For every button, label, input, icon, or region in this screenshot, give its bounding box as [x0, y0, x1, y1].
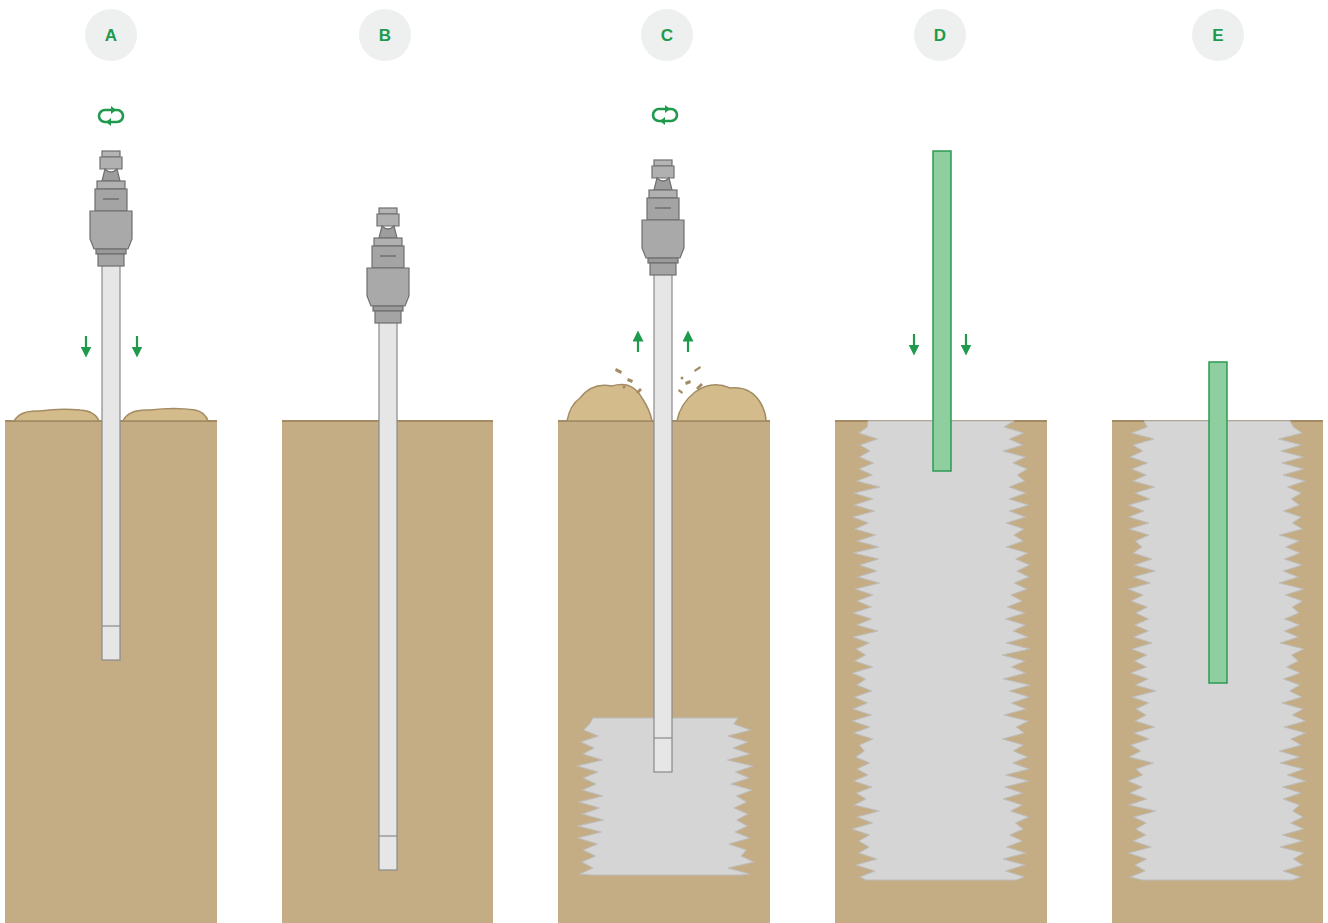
rig-part [379, 226, 397, 238]
rig-part [650, 263, 676, 275]
rig-part [97, 181, 125, 189]
rig-part [652, 166, 674, 178]
step-circle: A [85, 9, 137, 61]
rig-part [377, 214, 399, 226]
drill-rod [90, 151, 132, 660]
rig-part [648, 258, 678, 263]
step-circle: B [359, 9, 411, 61]
rod [102, 265, 120, 660]
step-circle: D [914, 9, 966, 61]
jet-grouting-rig [90, 151, 684, 870]
rig-part [647, 198, 679, 220]
rod [379, 322, 397, 870]
drill-rod [367, 208, 409, 870]
step-letter: C [661, 27, 673, 44]
rig-part [102, 169, 120, 181]
step-letter: D [934, 27, 946, 44]
rotation-icon [653, 105, 677, 125]
rig-part [375, 311, 401, 323]
rig-part [654, 178, 672, 190]
rig-part [95, 189, 127, 211]
rod [654, 274, 672, 772]
rig-part [102, 151, 120, 157]
rig-part [96, 249, 126, 254]
rod-tip [379, 835, 397, 836]
step-circle: E [1192, 9, 1244, 61]
rotation-head [106, 118, 111, 126]
rig-part [367, 268, 409, 306]
rig-part [655, 207, 671, 209]
rig-part [90, 211, 132, 249]
rod-tip [654, 737, 672, 738]
motion-arrow [86, 334, 966, 352]
step-letter: B [379, 27, 391, 44]
rod-tip [102, 625, 120, 626]
rig-part [98, 254, 124, 266]
rig-part [380, 255, 396, 257]
rotation-icon [99, 106, 123, 126]
step-letter: E [1212, 27, 1223, 44]
step-letter: A [105, 27, 117, 44]
rig-part [379, 208, 397, 214]
rig-part [374, 238, 402, 246]
rig-part [103, 198, 119, 200]
rotation-symbol [99, 105, 677, 126]
drill-rod [642, 160, 684, 772]
rig-part [373, 306, 403, 311]
rig-part [100, 157, 122, 169]
rig-part [642, 220, 684, 258]
step-circle: C [641, 9, 693, 61]
rig-part [654, 160, 672, 166]
rotation-head [111, 106, 116, 114]
grout-body [852, 421, 1030, 880]
rig-part [372, 246, 404, 268]
rotation-head [665, 105, 670, 113]
rig-part [649, 190, 677, 198]
grout-column [577, 421, 1306, 880]
rotation-head [660, 117, 665, 125]
reinforcement-bar [933, 151, 1227, 683]
